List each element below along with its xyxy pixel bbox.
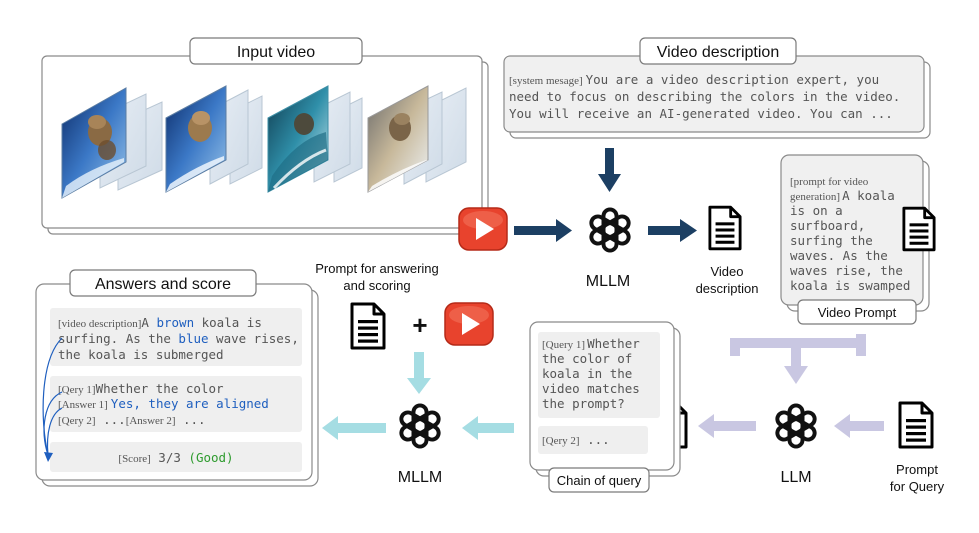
prompt-for-query-document-icon (898, 401, 934, 449)
chain-query-2-tag: [Qery 2] (542, 435, 580, 447)
chain-query-1-line-1: the color of (542, 351, 632, 366)
mllm-top-logo-icon (586, 207, 634, 253)
answers-query-2-dots: ... (96, 412, 126, 427)
input-video-title: Input video (237, 44, 315, 61)
mllm-bottom-label: MLLM (398, 469, 442, 486)
answers-desc-tag: [video description] (58, 318, 141, 330)
answers-desc-line-2: surfing. As the blue wave rises, (58, 331, 299, 346)
video-prompt-line-0: generation]A koala (790, 188, 895, 203)
chain-of-query-panel: [Query 1]Whether the color of koala in t… (529, 321, 681, 493)
system-message-line-1: [system mesage]You are a video descripti… (509, 72, 879, 87)
answers-and-score-panel: Answers and score [video description]A b… (35, 269, 319, 487)
video-description-panel: Video description [system mesage]You are… (503, 37, 931, 139)
answers-desc-d: wave rises, (209, 331, 299, 346)
chain-query-1-line-3: video matches (542, 381, 640, 396)
input-video-title-box (189, 37, 363, 65)
video-prompt-text-2: surfboard, (790, 218, 865, 233)
prompt-for-query-line-2: for Query (890, 479, 945, 494)
mllm-top-label: MLLM (586, 273, 630, 290)
arrow-mllm-to-answers (322, 416, 386, 440)
answers-query-1: [Qery 1]Whether the color (58, 381, 224, 396)
video-prompt-label: Video Prompt (818, 305, 897, 320)
arrow-mllm-to-description (648, 219, 697, 242)
answers-desc-line-3: the koala is submerged (58, 347, 224, 362)
prompt-answering-line-1: Prompt for answering (315, 261, 439, 276)
arrow-chain-to-mllm (462, 416, 514, 440)
prompt-answering-document-icon (350, 302, 386, 350)
youtube-icon-top (458, 207, 508, 251)
video-prompt-text-6: koala is swamped (790, 278, 910, 293)
video-description-document-icon (708, 205, 742, 251)
video-prompt-panel: [prompt for video generation]A koala is … (780, 154, 936, 325)
prompt-answering-line-2: and scoring (343, 278, 410, 293)
video-prompt-text-1: is on a (790, 203, 843, 218)
answers-desc-a: A (141, 315, 156, 330)
answers-answer-2-dots: ... (175, 412, 205, 427)
plus-sign: + (412, 310, 427, 340)
mllm-bottom-logo-icon (396, 403, 444, 449)
chain-of-query-label: Chain of query (557, 473, 642, 488)
youtube-icon-bottom (444, 302, 494, 346)
arrow-youtube-to-mllm (514, 219, 572, 242)
llm-label: LLM (780, 469, 811, 486)
answers-answer-1: [Answer 1]Yes, they are aligned (58, 396, 269, 411)
video-prompt-document-icon (902, 206, 936, 252)
answers-query-1-tag: [Qery 1] (58, 384, 96, 396)
video-prompt-text-4: waves. As the (790, 248, 888, 263)
answers-desc-brown: brown (156, 315, 194, 330)
answers-answer-1-tag: [Answer 1] (58, 399, 108, 411)
prompt-for-query-line-1: Prompt (896, 462, 938, 477)
chain-query-1-line-0: [Query 1]Whether (542, 336, 640, 351)
answers-score-tag: [Score] (118, 453, 150, 465)
arrow-prompt-down-to-mllm (407, 352, 431, 394)
answers-score-value: 3/3 (151, 450, 189, 465)
answers-score-good: (Good) (188, 450, 233, 465)
video-description-title: Video description (657, 44, 779, 61)
chain-query-2-dots: ... (580, 432, 610, 447)
answers-answer-1-text: Yes, they are aligned (111, 396, 269, 411)
chain-query-1-tag: [Query 1] (542, 339, 585, 351)
video-description-doc-line-1: Video (710, 264, 743, 279)
video-prompt-tag-1: [prompt for video (790, 176, 869, 188)
answers-desc-line-1: [video description]A brown koala is (58, 315, 262, 330)
arrow-description-down (598, 148, 621, 192)
chain-query-1-line-2: koala in the (542, 366, 632, 381)
chain-query-2: [Qery 2] ... (542, 432, 610, 447)
answers-desc-c: surfing. As the (58, 331, 178, 346)
system-message-tag: [system mesage] (509, 75, 583, 87)
input-video-panel: Input video (41, 37, 489, 235)
video-prompt-text-3: surfing the (790, 233, 873, 248)
arrow-query-prompt-to-llm (834, 414, 884, 438)
chain-query-1-first: Whether (587, 336, 640, 351)
video-description-doc-line-2: description (696, 281, 759, 296)
system-message-text-3: You will receive an AI-generated video. … (509, 106, 893, 121)
video-prompt-tag-2: generation] (790, 191, 840, 203)
answers-query-2-tag: [Qery 2] (58, 415, 96, 427)
lavender-merge-connector (730, 334, 866, 384)
answers-link-curves (42, 337, 63, 462)
system-message-text-1: You are a video description expert, you (586, 72, 880, 87)
video-prompt-text-5: waves rise, the (790, 263, 903, 278)
llm-logo-icon (772, 403, 820, 449)
answers-answer-2-tag: [Answer 2] (126, 415, 176, 427)
video-frames (61, 85, 467, 199)
chain-query-1-line-4: the prompt? (542, 396, 625, 411)
answers-desc-b: koala is (194, 315, 262, 330)
answers-query-1-text: Whether the color (96, 381, 224, 396)
answers-score: [Score] 3/3 (Good) (118, 450, 233, 465)
answers-desc-blue: blue (178, 331, 208, 346)
answers-query-2: [Qery 2] ...[Answer 2] ... (58, 412, 206, 427)
system-message-text-2: need to focus on describing the colors i… (509, 89, 900, 104)
answers-title: Answers and score (95, 276, 231, 293)
video-prompt-text-0: A koala (842, 188, 895, 203)
arrow-llm-to-chain (698, 414, 756, 438)
